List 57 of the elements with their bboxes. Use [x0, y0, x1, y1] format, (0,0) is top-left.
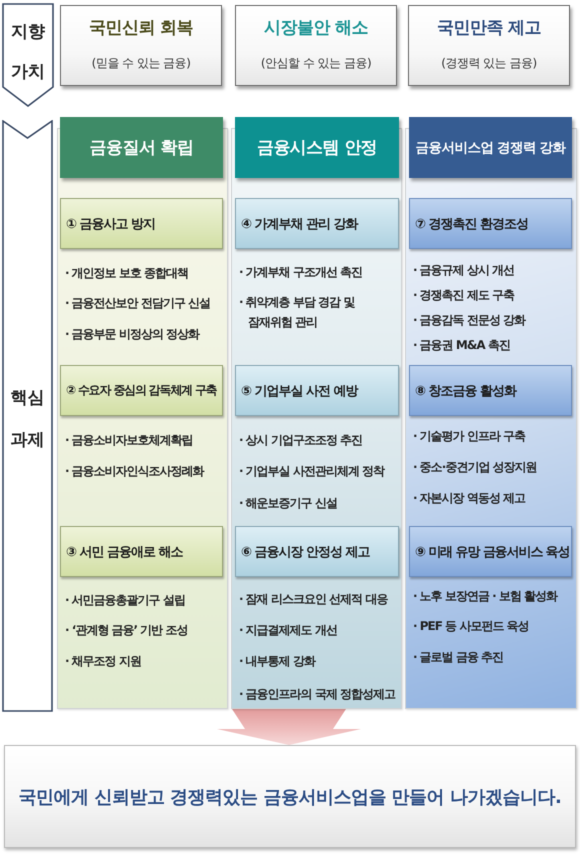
bullet-item: · 금융권 M&A 촉진 [413, 337, 510, 354]
value-box [408, 5, 570, 86]
bullet-item: · 서민금융총괄기구 설립 [65, 592, 185, 609]
column-header: 금융서비스업 경쟁력 강화 [409, 117, 572, 178]
bullet-item: · 해운보증기구 신설 [239, 495, 337, 512]
column-header: 금융시스템 안정 [235, 117, 399, 178]
value-subtitle: (안심할 수 있는 금융) [260, 55, 372, 72]
value-box [235, 5, 397, 86]
bullet-item: · 취약계층 부담 경감 및 잠재위험 관리 [239, 294, 356, 331]
value-title: 국민만족 제고 [436, 18, 542, 38]
task-box: ⑥ 금융시장 안정성 제고 [235, 526, 399, 577]
bullet-item: · 개인정보 보호 종합대책 [65, 265, 188, 282]
task-box: ② 수요자 중심의 감독체계 구축 [60, 365, 223, 416]
task-box: ⑤ 기업부실 사전 예방 [235, 365, 399, 416]
conclusion-box: 국민에게 신뢰받고 경쟁력있는 금융서비스업을 만들어 나가겠습니다. [4, 745, 576, 848]
column-panel [405, 128, 577, 709]
bullet-item: · 내부통제 강화 [239, 653, 315, 670]
task-box: ① 금융사고 방지 [60, 198, 223, 249]
bullet-item: · 중소·중견기업 성장지원 [413, 459, 536, 476]
bullet-item: · 글로벌 금융 추진 [413, 649, 504, 666]
bullet-item: · 상시 기업구조조정 추진 [239, 432, 362, 449]
value-subtitle: (경쟁력 있는 금융) [440, 55, 538, 72]
task-box: ④ 가계부채 관리 강화 [235, 198, 399, 249]
bullet-item: · 자본시장 역동성 제고 [413, 490, 526, 507]
bullet-item: · 기술평가 인프라 구축 [413, 428, 526, 445]
block-arrow [217, 709, 361, 745]
bullet-item: · 지급결제제도 개선 [239, 622, 337, 639]
bullet-item: · ‘관계형 금융’ 기반 조성 [65, 622, 188, 639]
bullet-item: · 금융감독 전문성 강화 [413, 312, 526, 329]
task-box: ⑦ 경쟁촉진 환경조성 [409, 198, 572, 249]
task-box: ③ 서민 금융애로 해소 [60, 526, 223, 577]
column-panel [231, 128, 402, 709]
column-panel [57, 128, 228, 709]
bullet-item: · 채무조정 지원 [65, 653, 141, 670]
bullet-item: · 금융인프라의 국제 정합성제고 [239, 686, 396, 703]
value-title: 국민신뢰 회복 [88, 18, 194, 38]
bullet-item: · 금융소비자보호체계확립 [65, 432, 193, 449]
task-box: ⑨ 미래 유망 금융서비스 육성 [409, 526, 572, 577]
bullet-item: · PEF 등 사모펀드 육성 [413, 618, 528, 635]
task-box: ⑧ 창조금융 활성화 [409, 365, 572, 416]
bullet-item: · 금융규제 상시 개선 [413, 262, 514, 279]
value-box [60, 5, 222, 86]
bullet-item: · 잠재 리스크요인 선제적 대응 [239, 591, 388, 608]
pentagon-arrow [2, 3, 54, 107]
bullet-item: · 금융부문 비정상의 정상화 [65, 326, 200, 343]
row-label: 핵심 과제 [10, 387, 46, 452]
row-label: 지향 가치 [10, 21, 46, 84]
bullet-item: · 노후 보장연금 · 보험 활성화 [413, 588, 558, 605]
bullet-item: · 금융전산보안 전담기구 신설 [65, 295, 210, 312]
bullet-item: · 가계부채 구조개선 촉진 [239, 264, 362, 281]
bullet-item: · 금융소비자인식조사정례화 [65, 463, 204, 480]
bullet-item: · 경쟁촉진 제도 구축 [413, 287, 514, 304]
column-header: 금융질서 확립 [60, 117, 223, 178]
notched-box [2, 120, 53, 712]
bullet-item: · 기업부실 사전관리체계 정착 [239, 463, 384, 480]
value-subtitle: (믿을 수 있는 금융) [90, 55, 192, 72]
value-title: 시장불안 해소 [262, 18, 370, 38]
